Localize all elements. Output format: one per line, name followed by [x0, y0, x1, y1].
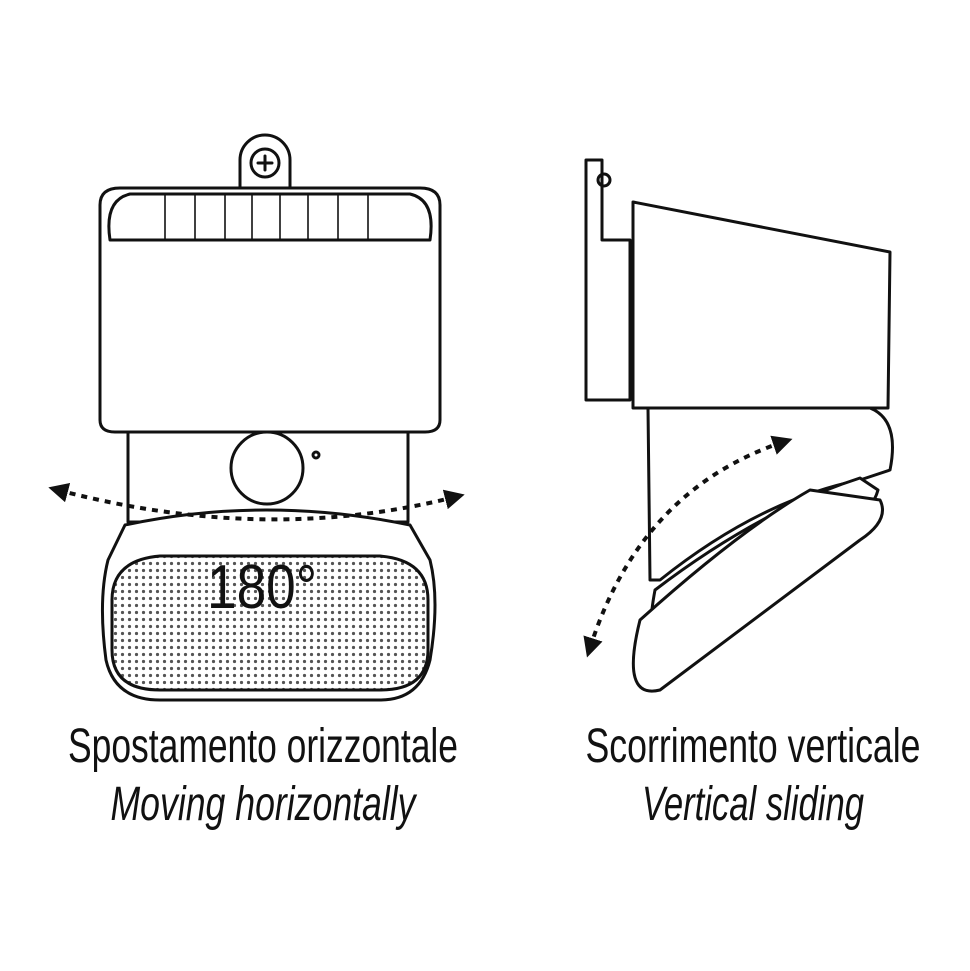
caption-vertical-en: Vertical sliding: [642, 778, 864, 831]
vertical-sliding-arrow: [583, 435, 793, 658]
horizontal-rotation-arrow: [48, 482, 465, 522]
motion-sensor-knob: [229, 430, 305, 506]
vertical-sliding-illustration: [583, 158, 894, 693]
solar-cells: [107, 192, 433, 242]
angle-label: 180°: [207, 553, 317, 622]
caption-vertical-it: Scorrimento verticale: [586, 720, 921, 773]
solar-panel-body: [98, 186, 442, 434]
wall-bracket: [584, 158, 632, 402]
solar-panel-side: [631, 200, 892, 410]
caption-horizontal-it: Spostamento orizzontale: [68, 720, 458, 773]
lamp-grille: [110, 554, 430, 692]
caption-horizontal-en: Moving horizontally: [111, 778, 418, 831]
horizontal-rotation-illustration: 180°: [48, 133, 465, 702]
